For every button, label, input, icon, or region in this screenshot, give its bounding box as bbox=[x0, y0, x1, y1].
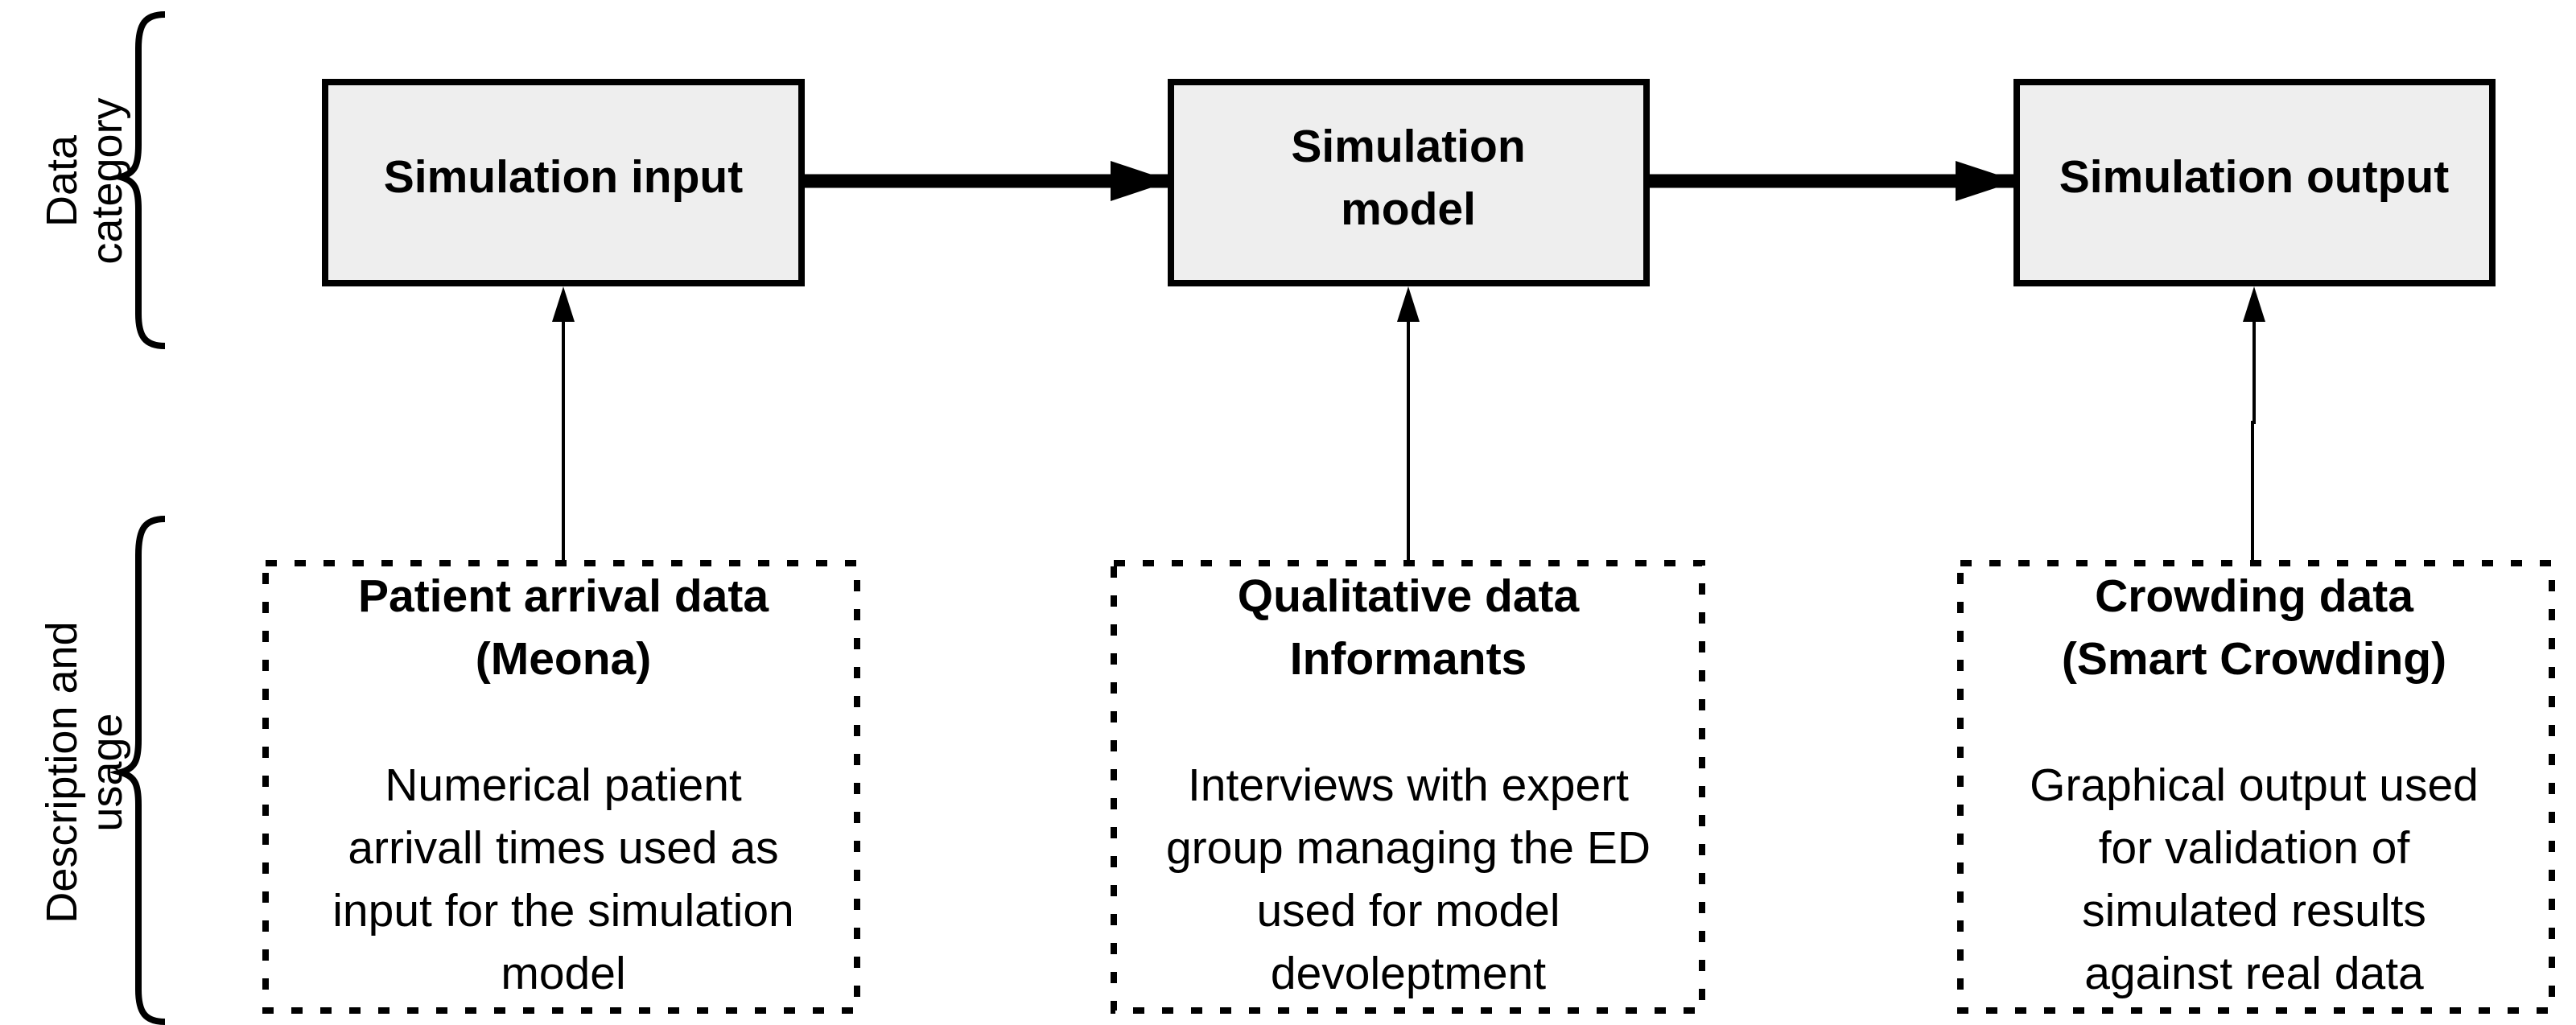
arrow-head-crowding-to-output bbox=[2243, 286, 2265, 322]
box-simulation-input: Simulation input bbox=[322, 79, 805, 286]
box-simulation-output: Simulation output bbox=[2013, 79, 2496, 286]
box-crowding-data: Crowding data (Smart Crowding) Graphical… bbox=[1957, 560, 2555, 1014]
arrow-head-input-to-model bbox=[1111, 161, 1171, 201]
arrow-head-qualitative-to-model bbox=[1397, 286, 1420, 322]
side-label-data-category: Data category bbox=[38, 97, 131, 264]
box-body-line: Numerical patient bbox=[385, 759, 742, 811]
box-label: Simulation bbox=[1291, 121, 1525, 172]
box-title: Crowding data bbox=[2095, 570, 2414, 622]
side-label-line: usage bbox=[83, 713, 131, 831]
box-body-line: input for the simulation bbox=[332, 885, 793, 936]
box-body-line: simulated results bbox=[2082, 885, 2426, 936]
box-qualitative-data: Qualitative data Informants Interviews w… bbox=[1111, 560, 1705, 1014]
box-title: Qualitative data bbox=[1238, 570, 1581, 622]
box-title: (Smart Crowding) bbox=[2062, 633, 2446, 685]
box-body-line: group managing the ED bbox=[1166, 822, 1651, 874]
side-label-description-usage: Description and usage bbox=[38, 621, 131, 923]
brace-data-category bbox=[109, 11, 166, 349]
box-patient-arrival-data: Patient arrival data (Meona) Numerical p… bbox=[262, 560, 860, 1014]
arrow-crowding-to-output bbox=[2251, 318, 2256, 563]
box-simulation-model: Simulation model bbox=[1168, 79, 1650, 286]
box-body-line: Graphical output used bbox=[2030, 759, 2479, 811]
box-body-line: Interviews with expert bbox=[1188, 759, 1629, 811]
box-body-line: arrivall times used as bbox=[348, 822, 778, 874]
arrow-head-patient-to-input bbox=[552, 286, 575, 322]
box-body-line: for validation of bbox=[2099, 822, 2410, 874]
arrow-head-model-to-output bbox=[1956, 161, 2017, 201]
side-label-line: Description and bbox=[38, 621, 86, 923]
box-title: (Meona) bbox=[476, 633, 651, 685]
box-label: model bbox=[1341, 183, 1476, 235]
box-title: Patient arrival data bbox=[358, 570, 769, 622]
box-body-line: against real data bbox=[2084, 948, 2424, 999]
box-title: Informants bbox=[1290, 633, 1527, 685]
brace-description-usage bbox=[109, 516, 166, 1025]
box-label: Simulation output bbox=[2059, 151, 2449, 203]
box-body-line: devoleptment bbox=[1271, 948, 1546, 999]
box-label: Simulation input bbox=[384, 151, 743, 203]
side-label-line: Data bbox=[38, 134, 86, 227]
side-label-line: category bbox=[83, 97, 131, 264]
box-body-line: used for model bbox=[1256, 885, 1560, 936]
box-body-line: model bbox=[501, 948, 625, 999]
